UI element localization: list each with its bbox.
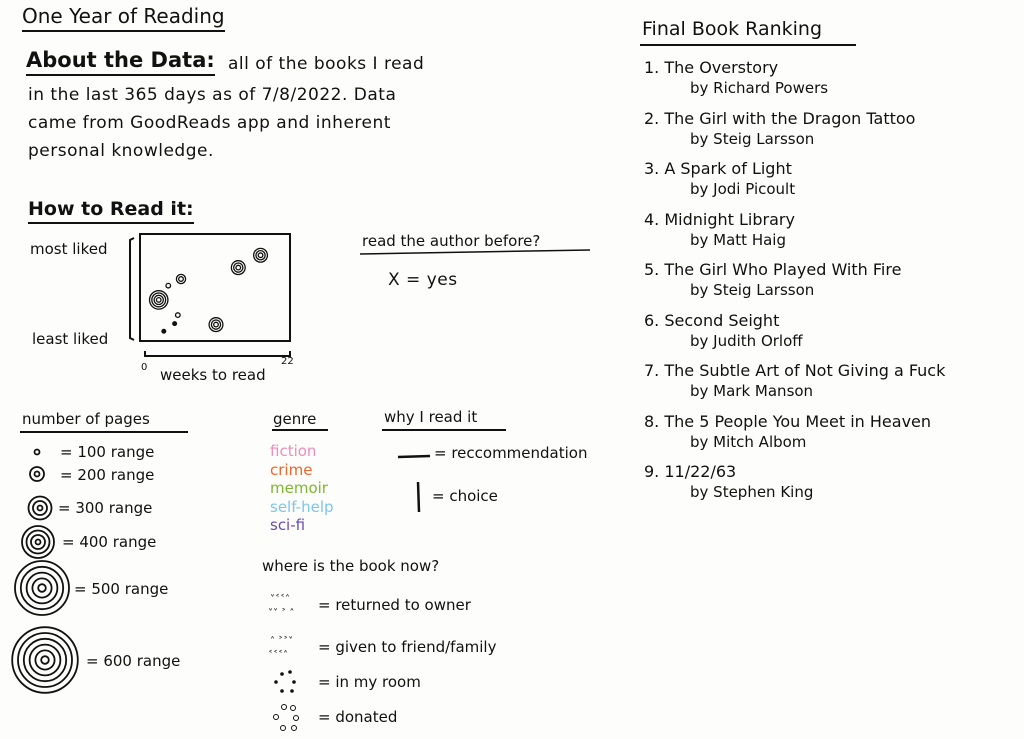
ranking-item-title: 1. The Overstory (644, 58, 779, 77)
pages-item: = 300 range (58, 499, 153, 517)
ranking-item-author: by Mitch Albom (690, 432, 807, 451)
x-min-label: 0 (141, 362, 148, 373)
x-max-label: 22 (281, 356, 294, 367)
author-heading: read the author before? (362, 232, 541, 250)
pages-item: = 100 range (60, 443, 155, 461)
genre-item: crime (270, 460, 313, 479)
about-text: personal knowledge. (28, 141, 214, 161)
plot-point (172, 321, 178, 327)
pages-ring-icon (27, 495, 53, 521)
y-bottom-label: least liked (32, 330, 109, 348)
plot-point (161, 328, 167, 334)
y-top-label: most liked (30, 240, 108, 258)
why-heading: why I read it (384, 408, 478, 426)
ranking-item-author: by Steig Larsson (690, 129, 815, 148)
author-legend: X = yes (388, 270, 458, 290)
why-choice: = choice (432, 487, 498, 505)
genre-item: memoir (270, 479, 328, 497)
ranking-item-title: 9. 11/22/63 (644, 462, 737, 481)
about-text: in the last 365 days as of 7/8/2022. Dat… (28, 85, 397, 105)
pages-ring-icon (21, 525, 55, 559)
where-item: = given to friend/family (318, 638, 497, 656)
x-axis-bracket (144, 351, 291, 357)
ranking-item-title: 6. Second Seight (644, 310, 780, 330)
ranking-item-author: by Steig Larsson (690, 281, 815, 299)
pages-ring-icon (11, 626, 79, 694)
pages-item: = 500 range (74, 580, 169, 598)
y-axis-bracket (129, 237, 135, 341)
plot-point (230, 260, 246, 276)
plot-point (175, 273, 187, 285)
svg-text:˂˂˂˄: ˂˂˂˄ (268, 649, 288, 661)
page-title: One Year of Reading (22, 4, 225, 32)
donated-icon (273, 704, 299, 731)
in-my-room-icon (274, 670, 296, 693)
pages-ring-icon (14, 560, 70, 616)
pages-heading: number of pages (22, 410, 150, 428)
ranking-item-author: by Matt Haig (690, 230, 786, 249)
ranking-item-title: 7. The Subtle Art of Not Giving a Fuck (644, 361, 946, 380)
svg-text:˄ ˃˃˅: ˄ ˃˃˅ (270, 635, 293, 647)
ranking-item-title: 2. The Girl with the Dragon Tattoo (644, 108, 916, 128)
dash-icon (397, 454, 431, 459)
where-icons: ˅˂˂˄ ˅˅ ˃ ˄ ˄ ˃˃˅ ˂˂˂˄ (268, 593, 299, 731)
ranking-item-title: 3. A Spark of Light (644, 159, 792, 178)
ranking-item-author: by Stephen King (690, 483, 814, 501)
about-text: came from GoodReads app and inherent (28, 113, 391, 133)
svg-text:˅˂˂˄: ˅˂˂˄ (270, 593, 290, 605)
ranking-item-author: by Jodi Picoult (690, 180, 796, 198)
genre-item: sci-fi (270, 516, 306, 534)
author-underline (359, 249, 591, 255)
genre-item: fiction (270, 442, 317, 460)
pages-item: = 600 range (86, 652, 181, 670)
ranking-item-title: 4. Midnight Library (644, 209, 795, 229)
plot-point (252, 247, 269, 263)
plot-point (148, 290, 169, 310)
genre-heading: genre (273, 410, 317, 428)
pages-ring-icon (33, 448, 41, 456)
ranking-item-title: 8. The 5 People You Meet in Heaven (644, 411, 932, 431)
about-text: all of the books I read (228, 54, 425, 74)
pages-item: = 400 range (62, 533, 157, 551)
plot-points (148, 247, 269, 334)
ranking-item-title: 5. The Girl Who Played With Fire (644, 260, 902, 279)
x-axis-label: weeks to read (160, 366, 266, 384)
bar-icon (416, 481, 421, 513)
plot-point (208, 317, 224, 333)
plot-frame (139, 233, 291, 342)
ranking-item-author: by Judith Orloff (690, 331, 803, 350)
why-recommendation: = reccommendation (434, 444, 588, 462)
where-item: = donated (318, 708, 398, 726)
svg-text:˅˅ ˃ ˄: ˅˅ ˃ ˄ (268, 607, 294, 619)
about-heading: About the Data: (26, 48, 215, 76)
where-item: = returned to owner (318, 596, 471, 614)
pages-ring-icon (29, 466, 45, 482)
ranking-item-author: by Mark Manson (690, 382, 814, 400)
plot-point (174, 312, 181, 319)
pages-item: = 200 range (60, 466, 155, 484)
genre-item: self-help (270, 497, 334, 516)
ranking-heading: Final Book Ranking (642, 18, 823, 40)
how-to-heading: How to Read it: (28, 198, 194, 224)
plot-point (165, 282, 172, 289)
where-heading: where is the book now? (262, 557, 440, 575)
ranking-item-author: by Richard Powers (690, 79, 829, 97)
where-item: = in my room (318, 673, 421, 691)
